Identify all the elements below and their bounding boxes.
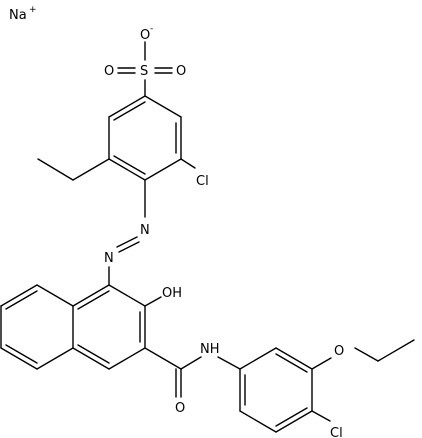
chlorine-bottom-label: Cl [330,426,343,438]
atom-labels: Na + O - S O O Cl N N OH NH O O Cl [9,5,344,438]
sodium-charge: + [29,5,37,15]
sodium-label: Na [9,8,27,23]
bond-lines [0,41,415,433]
azo-nitrogen-upper-label: N [140,223,150,238]
ether-oxygen-label: O [334,344,344,359]
chlorine-top-label: Cl [196,174,209,189]
sulfonate-oxygen-left-label: O [104,64,114,79]
sulfonate-oxygen-charge: - [150,24,153,34]
amide-nh-label: NH [200,342,220,357]
sulfonate-oxygen-minus-label: O [140,28,150,43]
sulfonate-oxygen-right-label: O [176,64,186,79]
amide-oxygen-label: O [175,401,185,416]
sulfur-label: S [140,64,148,79]
hydroxyl-label: OH [162,286,182,301]
azo-nitrogen-lower-label: N [104,251,114,266]
